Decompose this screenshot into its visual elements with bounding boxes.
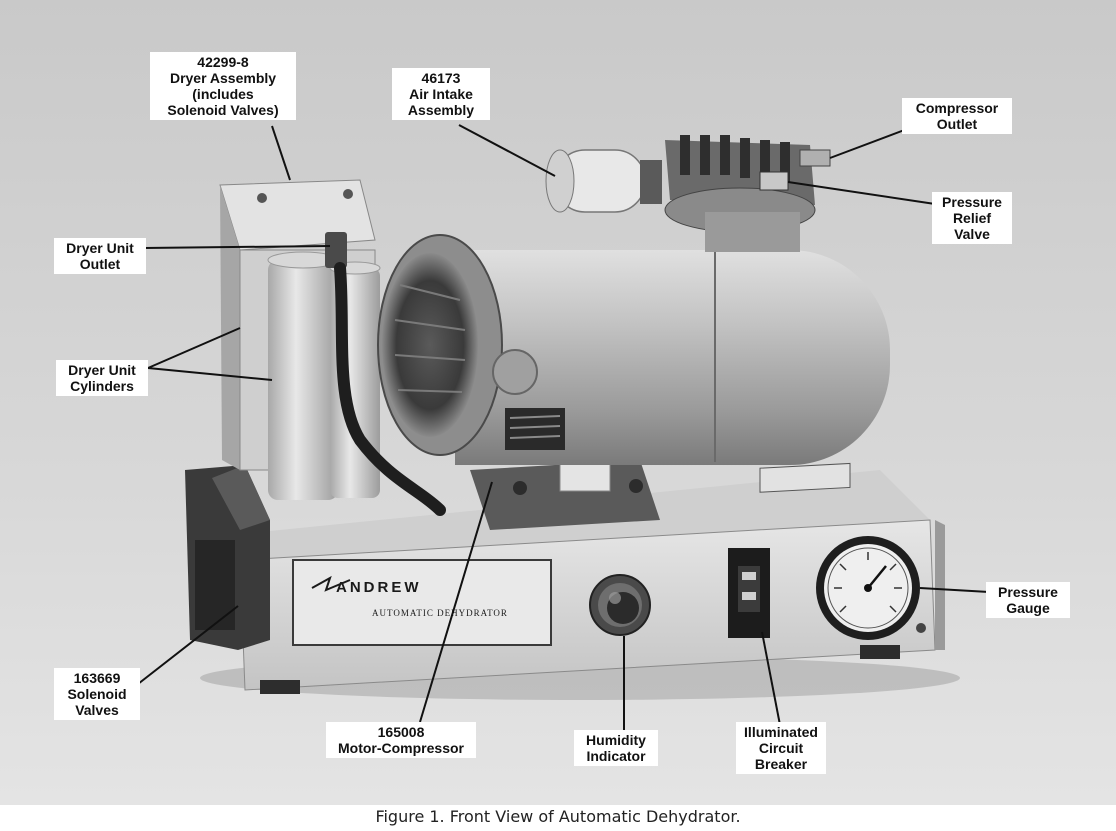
callout-illuminated-circuit-breaker: Illuminated Circuit Breaker [736, 722, 826, 774]
callout-dryer-unit-cylinders: Dryer Unit Cylinders [56, 360, 148, 396]
model-text: AUTOMATIC DEHYDRATOR [372, 608, 508, 618]
callout-motor-compressor: 165008 Motor-Compressor [326, 722, 476, 758]
callout-solenoid-valves: 163669 Solenoid Valves [54, 668, 140, 720]
callout-dryer-unit-outlet: Dryer Unit Outlet [54, 238, 146, 274]
callout-pressure-relief-valve: Pressure Relief Valve [932, 192, 1012, 244]
brand-text: ANDREW [336, 579, 422, 596]
callout-dryer-assembly: 42299-8 Dryer Assembly (includes Solenoi… [150, 52, 296, 120]
callout-pressure-gauge: Pressure Gauge [986, 582, 1070, 618]
leader-lines [137, 124, 990, 732]
callout-air-intake-assembly: 46173 Air Intake Assembly [392, 68, 490, 120]
callout-compressor-outlet: Compressor Outlet [902, 98, 1012, 134]
figure-caption: Figure 1. Front View of Automatic Dehydr… [375, 807, 741, 826]
callout-humidity-indicator: Humidity Indicator [574, 730, 658, 766]
dehydrator-photo: ANDREW AUTOMATIC DEHYDRATOR [0, 0, 1116, 805]
